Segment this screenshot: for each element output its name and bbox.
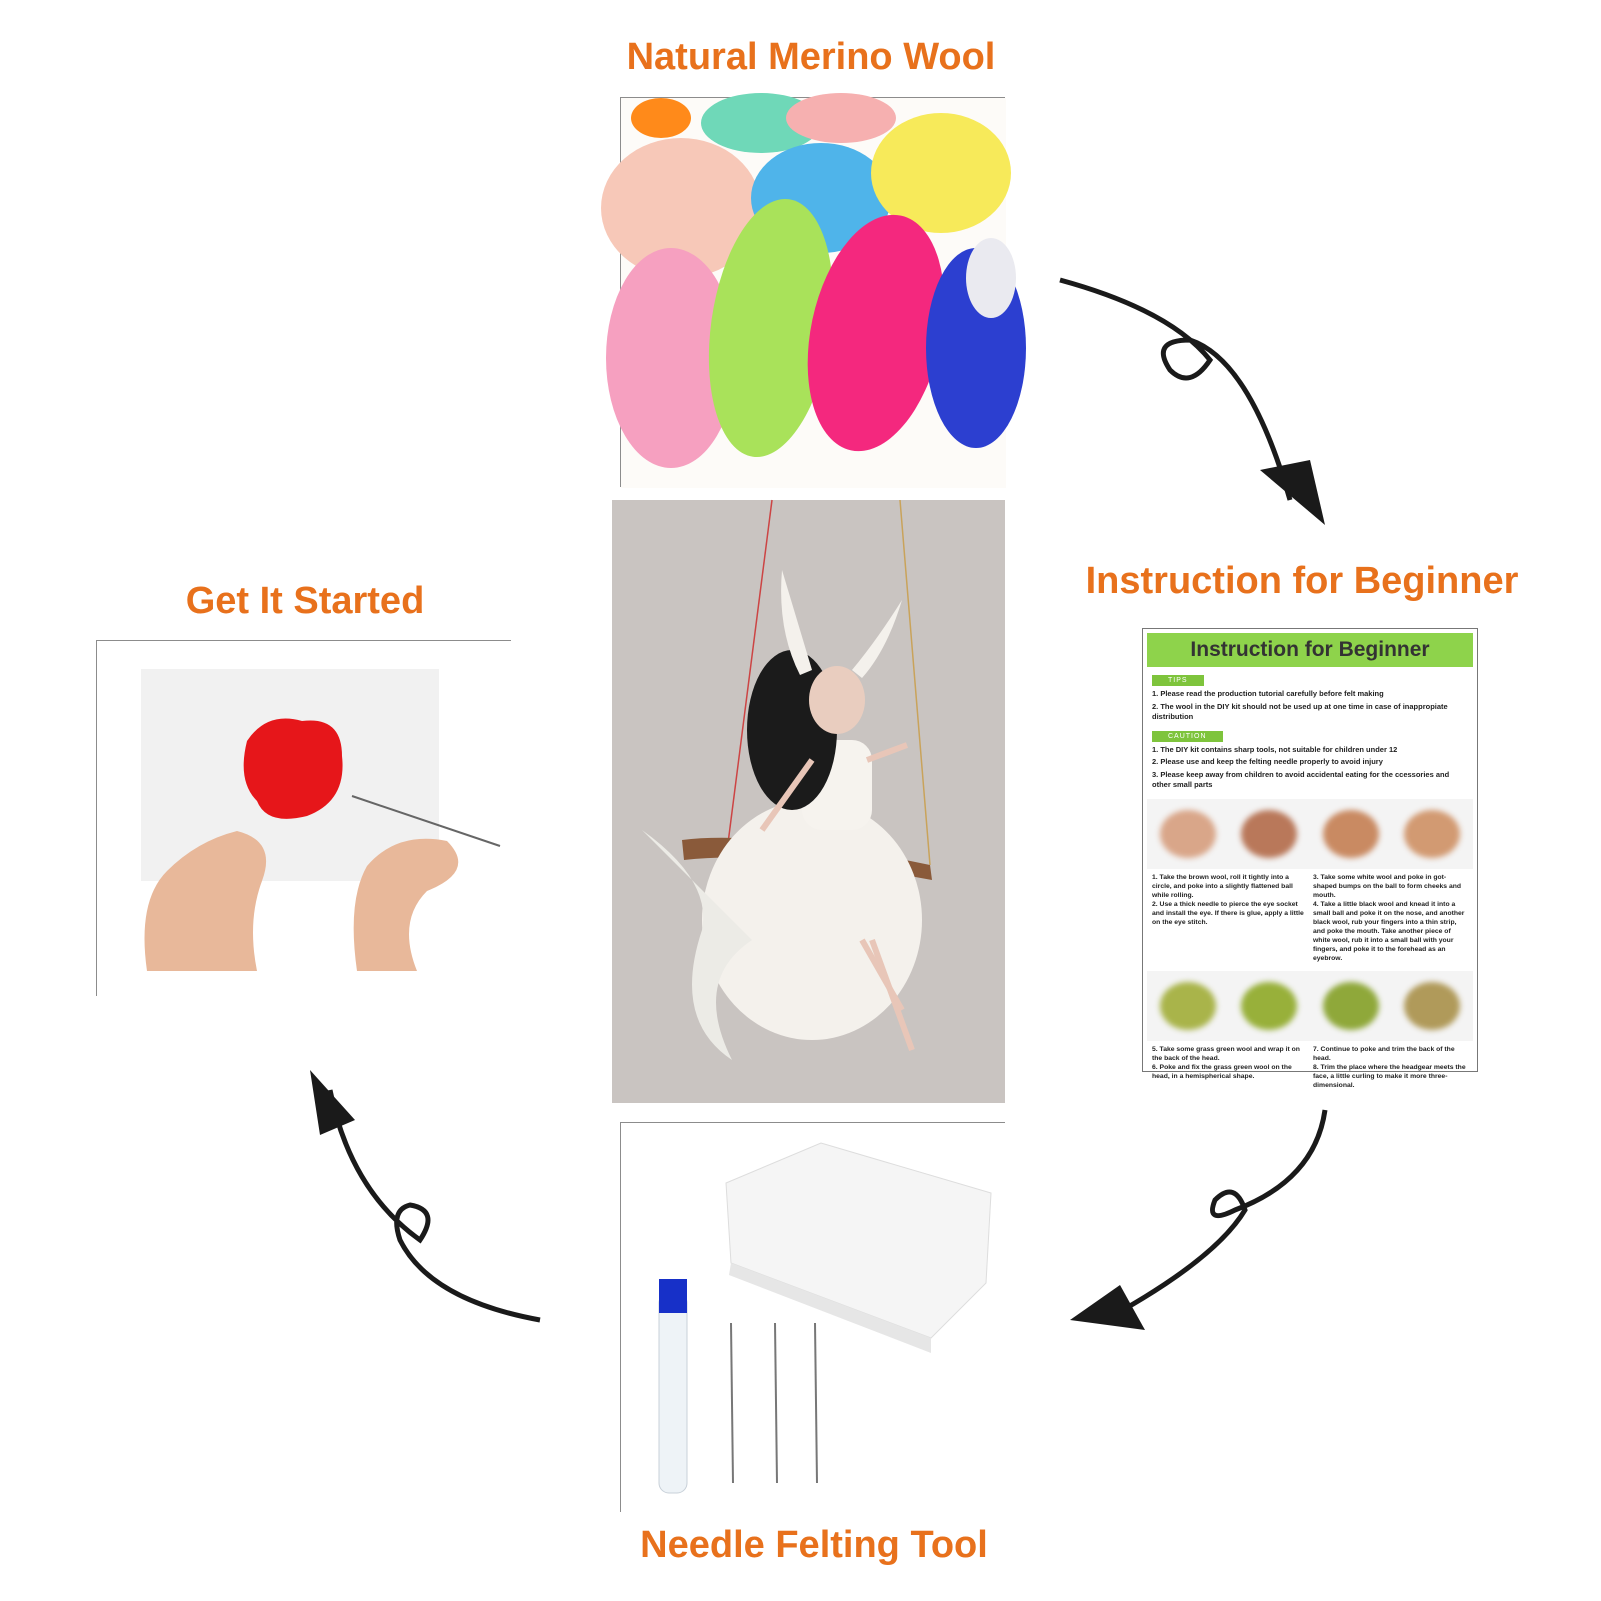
arrow-bottom-left: [310, 1070, 541, 1323]
fairy-on-swing-illustration: [612, 499, 1005, 1103]
hands-felting-illustration: [97, 641, 512, 997]
get-it-started-photo: [96, 640, 512, 997]
instruction-sheet: Instruction for Beginner TIPS 1. Please …: [1142, 628, 1478, 1089]
step-photo: [1241, 981, 1298, 1030]
caution-badge: CAUTION: [1152, 730, 1223, 742]
wool-rolls-illustration: [601, 93, 1026, 488]
merino-wool-photo: [601, 93, 1026, 488]
caution-line: 1. The DIY kit contains sharp tools, not…: [1152, 744, 1398, 754]
needle-felting-tool-photo: [620, 1122, 1006, 1513]
caption-needle-felting-tool: Needle Felting Tool: [640, 1524, 988, 1566]
step-photo: [1404, 809, 1461, 858]
step-photo: [1241, 809, 1298, 858]
step-photo: [1159, 809, 1216, 858]
step-text: 3. Take some white wool and poke in got-…: [1313, 873, 1465, 962]
tips-badge: TIPS: [1152, 675, 1204, 686]
foam-and-needles-illustration: [621, 1123, 1006, 1513]
step-photos-row-1: [1147, 798, 1473, 869]
tip-line: 1. Please read the production tutorial c…: [1152, 689, 1384, 698]
caption-instruction-for-beginner: Instruction for Beginner: [1085, 560, 1519, 602]
tip-line: 2. The wool in the DIY kit should not be…: [1152, 701, 1448, 722]
step-text: 7. Continue to poke and trim the back of…: [1313, 1045, 1466, 1089]
caption-natural-merino-wool: Natural Merino Wool: [626, 36, 996, 78]
felted-fairy-doll-photo: [612, 499, 1005, 1103]
caption-get-it-started: Get It Started: [185, 580, 425, 622]
sheet-title: Instruction for Beginner: [1147, 633, 1473, 667]
step-photo: [1159, 981, 1216, 1030]
arrow-bottom-right: [1070, 1109, 1328, 1330]
step-photo: [1322, 981, 1379, 1030]
step-text: 5. Take some grass green wool and wrap i…: [1152, 1045, 1300, 1080]
caution-line: 2. Please use and keep the felting needl…: [1152, 757, 1383, 766]
step-photo: [1322, 809, 1379, 858]
step-photo: [1404, 981, 1461, 1030]
step-photos-row-2: [1147, 970, 1473, 1041]
step-text: 1. Take the brown wool, roll it tightly …: [1152, 873, 1304, 926]
arrow-top-right: [1059, 277, 1325, 525]
caution-line: 3. Please keep away from children to avo…: [1152, 769, 1450, 790]
